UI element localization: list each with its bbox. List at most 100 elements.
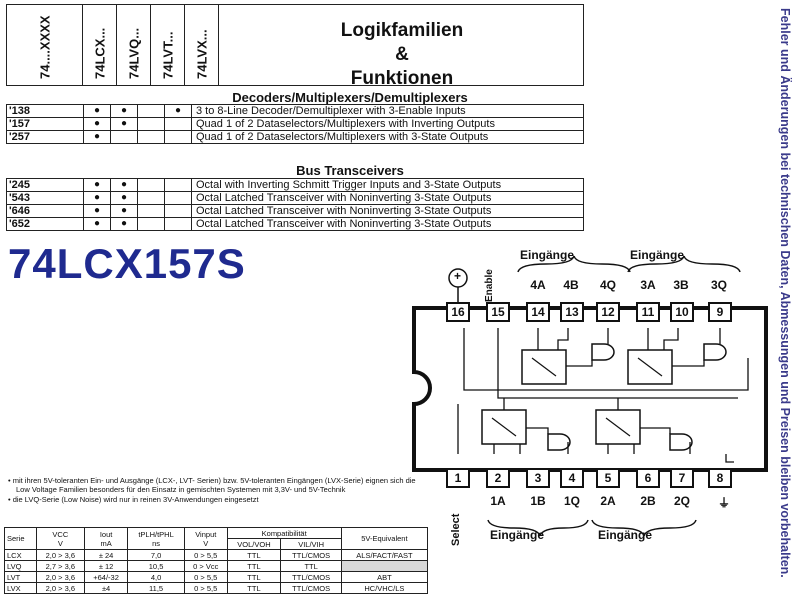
enable-label: Enable <box>484 269 495 302</box>
vcc-symbol: + <box>454 269 462 283</box>
decoders-table: '138 ● ● ● 3 to 8-Line Decoder/Demultipl… <box>6 104 584 144</box>
pin-8: 8 <box>708 468 732 488</box>
cell: 2,7 > 3,6 <box>35 560 86 572</box>
footnote: • die LVQ-Serie (Low Noise) wird nur in … <box>8 495 259 504</box>
pin-label-1q: 1Q <box>563 494 580 508</box>
title-line: Funktionen <box>350 68 454 89</box>
family-col-lvx: 74LVX... <box>185 5 219 85</box>
dot-cell: ● <box>110 217 138 231</box>
pin-5: 5 <box>596 468 620 488</box>
dot-cell: ● <box>83 178 111 192</box>
part-number: '138 <box>6 104 84 118</box>
group-label-inputs-bottom-right: Eingänge <box>598 528 653 542</box>
mux-block <box>521 349 567 385</box>
group-label-inputs-top-right: Eingänge <box>630 248 685 262</box>
part-description: 3 to 8-Line Decoder/Demultiplexer with 3… <box>191 104 584 118</box>
cell: ± 12 <box>84 560 129 572</box>
table-row: '646 ● ● Octal Latched Transceiver with … <box>6 204 584 218</box>
table-row: LVQ 2,7 > 3,6 ± 12 10,5 0 > Vcc TTL TTL <box>4 560 429 572</box>
pin-label-4q: 4Q <box>599 278 616 292</box>
dot-cell: ● <box>110 117 138 131</box>
family-col-label: 74LVQ... <box>126 27 141 79</box>
col-subheader: VOL/VOH <box>226 538 282 550</box>
cell: ABT <box>340 571 429 583</box>
bus-table: '245 ● ● Octal with Inverting Schmitt Tr… <box>6 178 584 231</box>
pin-7: 7 <box>670 468 694 488</box>
pin-10: 10 <box>670 302 694 322</box>
cell: LCX <box>4 549 37 561</box>
cell: LVQ <box>4 560 37 572</box>
cell: 7,0 <box>127 549 185 561</box>
cell: LVT <box>4 571 37 583</box>
part-number: '157 <box>6 117 84 131</box>
part-number: '257 <box>6 130 84 144</box>
and-gate <box>669 433 693 451</box>
cell: ± 24 <box>84 549 129 561</box>
cell: 11,5 <box>127 582 185 594</box>
part-number: '245 <box>6 178 84 192</box>
footnote-text: mit ihren 5V-toleranten Ein- und Ausgäng… <box>12 476 416 494</box>
dot-cell: ● <box>83 191 111 205</box>
table-row: '257 ● Quad 1 of 2 Dataselectors/Multipl… <box>6 130 584 144</box>
pin-1: 1 <box>446 468 470 488</box>
cell: LVX <box>4 582 37 594</box>
cell: ALS/FACT/FAST <box>340 549 429 561</box>
family-col-lcx: 74LCX... <box>83 5 117 85</box>
pin-9: 9 <box>708 302 732 322</box>
cell: TTL/CMOS <box>280 571 342 583</box>
cell: 0 > 5,5 <box>184 549 228 561</box>
family-col-label: 74LVT... <box>160 31 175 79</box>
cell: +64/-32 <box>84 571 129 583</box>
pin-label-4a: 4A <box>530 278 546 292</box>
cell: 2,0 > 3,6 <box>35 571 86 583</box>
part-number: '652 <box>6 217 84 231</box>
cell: 0 > Vcc <box>184 560 228 572</box>
ground-icon: ⏚ <box>718 496 731 510</box>
pin-label-2a: 2A <box>600 494 616 508</box>
cell: TTL <box>226 571 282 583</box>
family-header-table: 74....XXXX 74LCX... 74LVQ... 74LVT... 74… <box>6 4 584 89</box>
part-number: '646 <box>6 204 84 218</box>
table-row: '157 ● ● Quad 1 of 2 Dataselectors/Multi… <box>6 117 584 131</box>
mux-block <box>627 349 673 385</box>
cell: 2,0 > 3,6 <box>35 549 86 561</box>
pin-16: 16 <box>446 302 470 322</box>
pin-4: 4 <box>560 468 584 488</box>
cell: 4,0 <box>127 571 185 583</box>
pin-13: 13 <box>560 302 584 322</box>
cell: TTL <box>226 560 282 572</box>
col-header: Kompatibilität <box>226 527 342 539</box>
cell: TTL <box>280 560 342 572</box>
pin-3: 3 <box>526 468 550 488</box>
dot-cell: ● <box>164 104 192 118</box>
pinout-diagram: Eingänge Eingänge Enable + 4A 4B 4Q 3A 3… <box>408 248 772 548</box>
cell: TTL/CMOS <box>280 549 342 561</box>
side-disclaimer-text: Fehler und Änderungen bei technischen Da… <box>778 8 792 578</box>
footnote: • mit ihren 5V-toleranten Ein- und Ausgä… <box>8 476 416 494</box>
dot-cell: ● <box>83 117 111 131</box>
pin-12: 12 <box>596 302 620 322</box>
dot-cell <box>137 117 165 131</box>
wiring <box>457 328 749 463</box>
table-row: LCX 2,0 > 3,6 ± 24 7,0 0 > 5,5 TTL TTL/C… <box>4 549 429 561</box>
pin-label-2b: 2B <box>640 494 656 508</box>
pinout-svg <box>412 255 768 537</box>
table-row: '245 ● ● Octal with Inverting Schmitt Tr… <box>6 178 584 192</box>
part-description: Octal Latched Transceiver with Noninvert… <box>191 204 584 218</box>
pin-label-4b: 4B <box>563 278 579 292</box>
part-description: Quad 1 of 2 Dataselectors/Multiplexers w… <box>191 130 584 144</box>
dot-cell <box>164 191 192 205</box>
family-col-label: 74....XXXX <box>37 15 52 79</box>
dot-cell <box>137 130 165 144</box>
cell: TTL <box>226 582 282 594</box>
family-col-label: 74LVX... <box>194 29 209 79</box>
dot-cell: ● <box>110 204 138 218</box>
family-col-header: 74....XXXX <box>7 5 83 85</box>
group-label-inputs-top-left: Eingänge <box>520 248 575 262</box>
pin-label-2q: 2Q <box>673 494 690 508</box>
